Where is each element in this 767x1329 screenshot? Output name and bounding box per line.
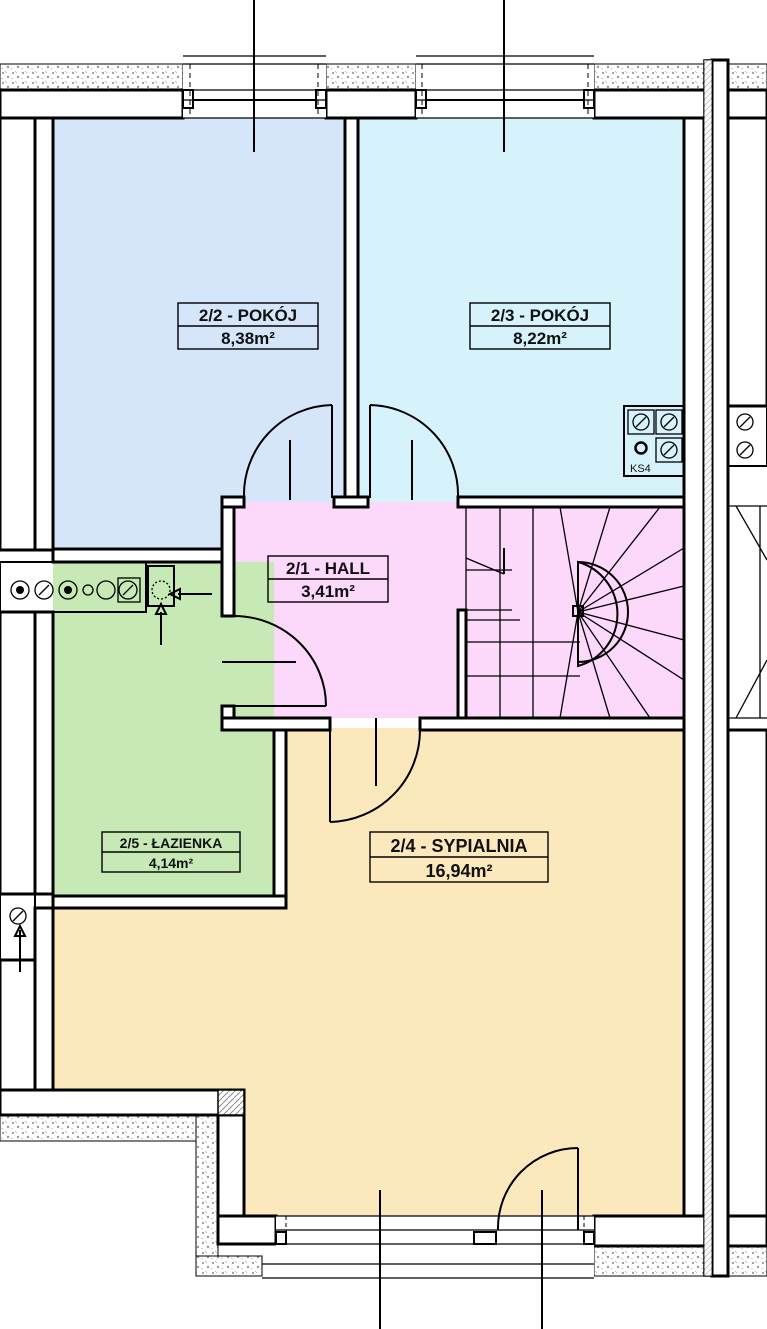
door-bathroom xyxy=(222,615,327,707)
room-2-4-name: 2/4 - SYPIALNIA xyxy=(390,836,527,856)
window-room-2-2 xyxy=(182,0,327,152)
room-2-3-fill xyxy=(358,118,684,502)
walls xyxy=(0,58,767,1278)
ventilation-label: KS4 xyxy=(630,463,651,475)
label-room-2-1: 2/1 - HALL 3,41m² xyxy=(267,555,389,603)
room-2-2-fill xyxy=(53,118,345,552)
label-room-2-2: 2/2 - POKÓJ 8,38m² xyxy=(177,302,319,350)
door-room-2-3 xyxy=(369,404,460,500)
label-room-2-5: 2/5 - ŁAZIENKA 4,14m² xyxy=(101,831,241,873)
window-room-2-4 xyxy=(262,1190,595,1329)
room-2-2-area: 8,38m² xyxy=(221,329,275,348)
exterior-insulation xyxy=(0,63,767,1277)
label-room-2-3: 2/3 - POKÓJ 8,22m² xyxy=(469,302,611,350)
room-2-3-area: 8,22m² xyxy=(513,329,567,348)
door-room-2-4 xyxy=(329,718,421,823)
room-2-2-name: 2/2 - POKÓJ xyxy=(199,306,297,325)
neighbor-stairs xyxy=(728,505,767,719)
window-room-2-3 xyxy=(415,0,595,152)
bathroom-shaft xyxy=(0,561,212,645)
room-2-4-area: 16,94m² xyxy=(425,861,492,881)
ventilation-shaft-neighbor xyxy=(727,405,767,467)
room-2-1-name: 2/1 - HALL xyxy=(286,559,370,578)
staircase xyxy=(465,506,685,719)
room-2-1-area: 3,41m² xyxy=(301,582,355,601)
column-block xyxy=(217,1089,245,1116)
ventilation-shaft-right: KS4 xyxy=(623,405,685,477)
balcony-door xyxy=(496,1147,579,1231)
neighbor-shaft-left xyxy=(0,893,36,972)
room-2-5-name: 2/5 - ŁAZIENKA xyxy=(120,835,223,851)
room-2-5-area: 4,14m² xyxy=(149,855,194,871)
label-room-2-4: 2/4 - SYPIALNIA 16,94m² xyxy=(369,831,549,883)
door-room-2-2 xyxy=(242,404,333,500)
room-2-3-name: 2/3 - POKÓJ xyxy=(491,306,589,325)
room-fills xyxy=(53,118,684,1216)
room-2-4-fill xyxy=(53,728,684,1216)
